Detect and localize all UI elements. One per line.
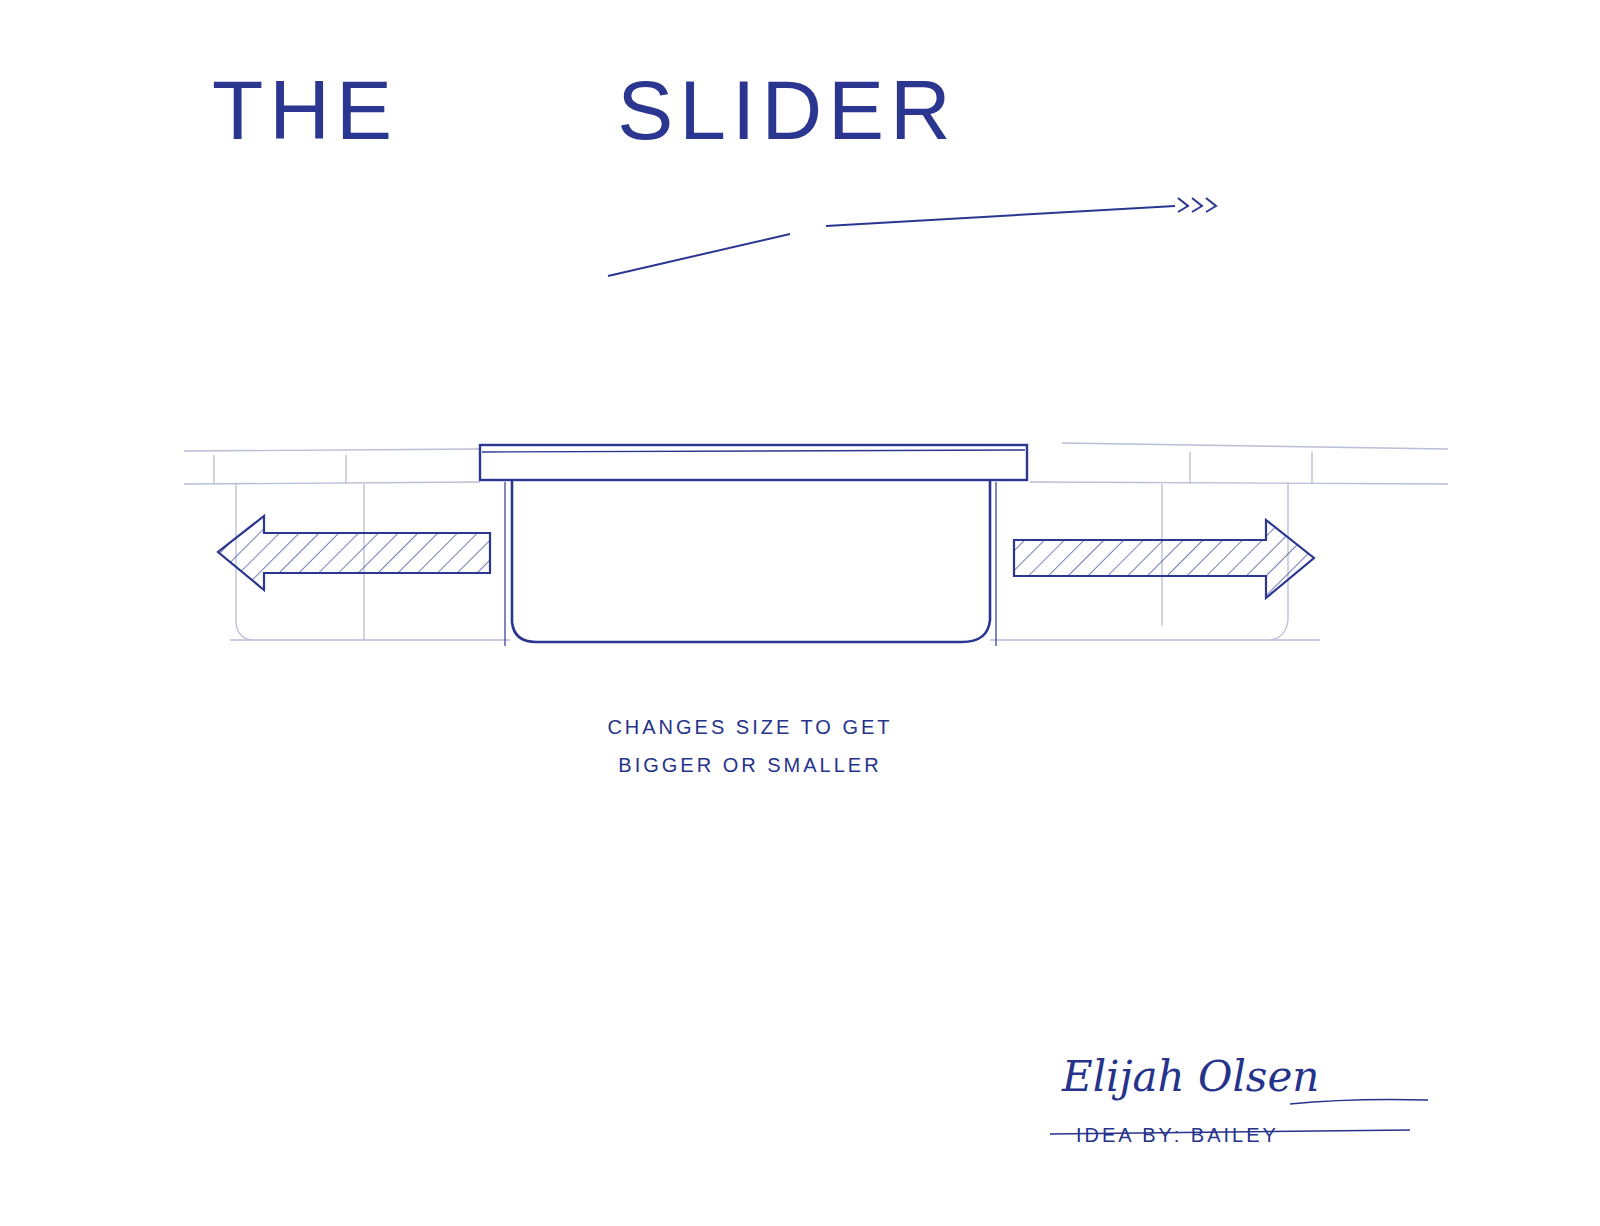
signature: Elijah Olsen bbox=[1062, 1052, 1319, 1101]
credit-note: IDEA BY: BAILEY bbox=[1076, 1124, 1279, 1147]
sink-lid bbox=[480, 445, 1027, 480]
caption-note: CHANGES SIZE TO GET BIGGER OR SMALLER bbox=[560, 708, 940, 784]
right-arrow bbox=[1014, 520, 1314, 598]
sketch-title: THE SLIDER bbox=[212, 62, 957, 159]
title-underline bbox=[608, 198, 1216, 276]
sink-basin bbox=[512, 480, 990, 642]
counter-rail bbox=[184, 443, 1448, 640]
left-arrow bbox=[218, 516, 490, 590]
